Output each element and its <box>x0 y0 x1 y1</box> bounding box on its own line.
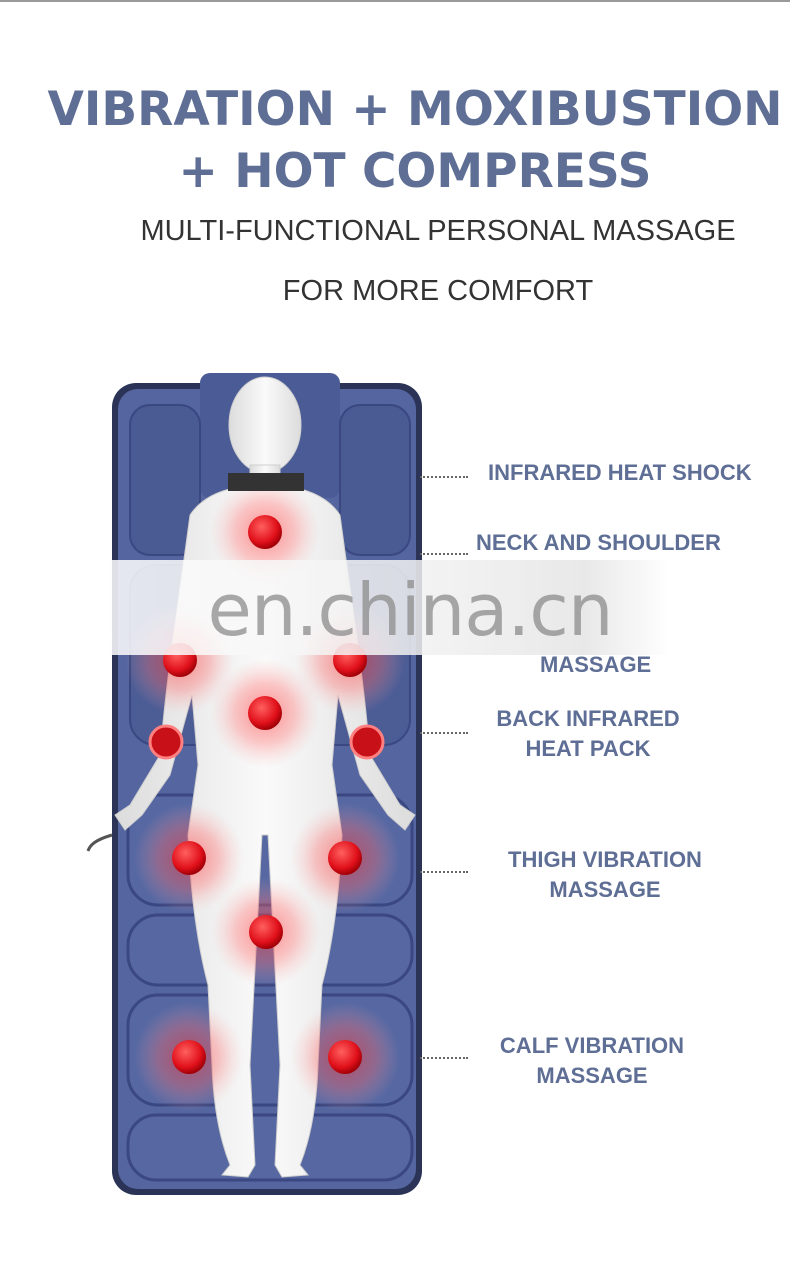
watermark-text: en.china.cn <box>207 568 614 652</box>
headline-line-2: + HOT COMPRESS <box>178 144 652 199</box>
top-divider <box>0 0 790 2</box>
label-massage: MASSAGE <box>540 652 652 677</box>
leader-dots <box>420 476 468 478</box>
subheadline-line-2: FOR MORE COMFORT <box>282 275 594 307</box>
massage-mat-illustration <box>86 373 422 1195</box>
leader-dots <box>420 1057 468 1059</box>
label-back-infrared: BACK INFRARED HEAT PACK <box>480 704 696 764</box>
watermark-band <box>100 560 670 655</box>
label-thigh-vibration: THIGH VIBRATION MASSAGE <box>480 845 730 905</box>
label-calf-line-1: CALF VIBRATION <box>499 1033 685 1058</box>
label-calf-vibration: CALF VIBRATION MASSAGE <box>480 1031 704 1091</box>
subheadline-line-1: MULTI-FUNCTIONAL PERSONAL MASSAGE <box>140 215 736 247</box>
headline-line-1: VIBRATION + MOXIBUSTION <box>47 82 783 137</box>
label-back-infrared-line-2: HEAT PACK <box>525 736 651 761</box>
label-back-infrared-line-1: BACK INFRARED <box>496 706 680 731</box>
label-infrared-heat-shock: INFRARED HEAT SHOCK <box>488 460 752 485</box>
leader-dots <box>420 553 468 555</box>
label-thigh-line-2: MASSAGE <box>549 877 661 902</box>
label-thigh-line-1: THIGH VIBRATION <box>508 847 702 872</box>
leader-dots <box>420 871 468 873</box>
label-neck-and-shoulder: NECK AND SHOULDER <box>476 530 721 555</box>
leader-dots <box>420 732 468 734</box>
label-calf-line-2: MASSAGE <box>536 1063 648 1088</box>
neck-heat-strip <box>228 473 304 491</box>
